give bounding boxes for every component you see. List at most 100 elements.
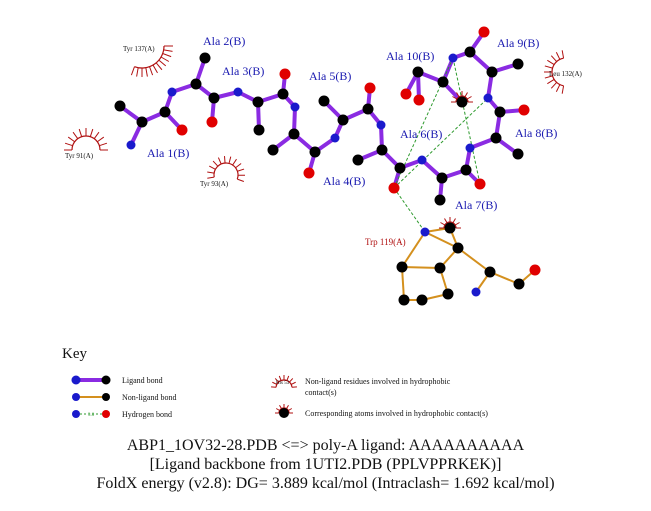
key-legend: Key Ligand bond Non-ligand bond 3.0 Hydr… <box>62 346 488 419</box>
hydrophobic-arc-tyr-91-spike-6 <box>89 128 94 137</box>
key-his-sample: His 53 <box>276 381 290 386</box>
atom-ca10 <box>437 76 449 88</box>
hydrophobic-arc-leu-132-curve <box>551 57 564 87</box>
hydrophobic-arc-tyr-137-spike-8 <box>145 67 148 77</box>
label-tyr-91: Tyr 91(A) <box>65 152 94 160</box>
atom-to1 <box>529 264 541 276</box>
label-trp-119: Trp 119(A) <box>365 237 406 247</box>
hydrophobic-arc-tyr-93-spike-0 <box>207 176 215 179</box>
hydrophobic-atom-spokes-ala-10 <box>451 91 473 103</box>
atom-c1 <box>159 106 171 118</box>
atom-layer <box>114 26 541 306</box>
hydrophobic-arc-tyr-137-spike-11 <box>130 66 135 76</box>
atom-ca3 <box>252 96 264 108</box>
atom-o1 <box>176 124 188 136</box>
label-leu-132: Leu 132(A) <box>549 70 583 78</box>
key-arc-sample-shape-spike-2 <box>274 378 279 383</box>
hydrophobic-atom-spokes-trp-spike-2 <box>444 218 448 224</box>
hydrophobic-arc-tyr-91 <box>64 128 108 151</box>
atom-o9 <box>478 26 490 38</box>
hydrophobic-atom-spokes-ala-10-spike-1 <box>452 96 458 100</box>
atom-cb8 <box>512 148 524 160</box>
atom-n1 <box>126 140 136 150</box>
hydrophobic-arc-tyr-91-spike-9 <box>99 142 108 147</box>
key-nonligand-bond-sample <box>72 393 110 401</box>
atom-ca4 <box>288 128 300 140</box>
hydrophobic-arc-leu-132-spike-4 <box>544 75 553 79</box>
hydrophobic-arc-leu-132 <box>544 50 565 94</box>
hydrophobic-arc-tyr-93-spike-8 <box>235 163 242 169</box>
hydrogen-bond-1 <box>393 97 489 189</box>
atom-o3 <box>279 68 291 80</box>
atom-o10 <box>400 88 412 100</box>
hydrophobic-arc-leu-132-spike-3 <box>547 78 555 85</box>
key-arc-sample-shape-spike-1 <box>272 381 278 385</box>
hydrophobic-arc-tyr-91-curve <box>71 135 101 151</box>
atom-o8 <box>518 104 530 116</box>
atom-cb1 <box>114 100 126 112</box>
hydrogen-bond-0 <box>393 187 426 233</box>
hydrophobic-arc-tyr-93-spike-9 <box>237 168 245 172</box>
footer-line-2: [Ligand backbone from 1UTI2.PDB (PPLVPPR… <box>149 456 502 473</box>
key-hbond-distance: 3.0 <box>88 413 95 418</box>
atom-o7 <box>474 178 486 190</box>
atom-cb9 <box>512 58 524 70</box>
nonligand-bond-6 <box>401 266 405 301</box>
atom-tc5 <box>396 261 408 273</box>
hydrophobic-arc-layer <box>64 45 565 229</box>
atom-tc3 <box>434 262 446 274</box>
atom-cb6 <box>352 154 364 166</box>
key-atom-spokes-spike-2 <box>279 404 282 409</box>
atom-c2 <box>208 92 220 104</box>
key-title: Key <box>62 346 87 362</box>
hydrophobic-arc-leu-132-spike-10 <box>561 50 565 59</box>
key-atom-spokes-spike-1 <box>275 408 280 411</box>
hydrophobic-arc-tyr-91-spike-1 <box>64 142 73 147</box>
atom-tcb <box>484 266 496 278</box>
atom-c4 <box>309 146 321 158</box>
label-ala-10: Ala 10(B) <box>386 49 434 63</box>
atom-tcc <box>513 278 525 290</box>
label-ala-4: Ala 4(B) <box>323 174 365 188</box>
hydrophobic-arc-tyr-93-spike-5 <box>223 156 226 164</box>
nonligand-bond-5 <box>401 231 426 268</box>
footer-line-1: ABP1_1OV32-28.PDB <=> poly-A ligand: AAA… <box>126 437 525 454</box>
hydrophobic-arc-leu-132-spike-1 <box>555 84 561 92</box>
hydrophobic-arc-tyr-91-spike-2 <box>67 136 75 143</box>
atom-n7 <box>417 155 427 165</box>
hydrophobic-arc-tyr-93-spike-3 <box>212 160 219 167</box>
key-hydrophobic-arc-sample <box>271 375 297 388</box>
atom-c10 <box>412 66 424 78</box>
hydrophobic-arc-tyr-137-spike-10 <box>136 67 139 77</box>
hydrophobic-arc-tyr-91-spike-7 <box>93 131 100 139</box>
hydrophobic-arc-leu-132-spike-8 <box>550 55 558 62</box>
key-arc-sample-shape <box>271 375 297 388</box>
hydrophobic-arc-tyr-137-curve <box>134 45 165 69</box>
hydrophobic-arc-tyr-137-spike-1 <box>163 49 173 52</box>
atom-tca <box>452 242 464 254</box>
hydrogen-bond-3 <box>393 57 454 189</box>
label-ala-7: Ala 7(B) <box>455 198 497 212</box>
atom-c8 <box>494 106 506 118</box>
atom-tc4 <box>416 294 428 306</box>
atom-tnm <box>471 287 481 297</box>
atom-ca6 <box>376 144 388 156</box>
label-ala-2: Ala 2(B) <box>203 34 245 48</box>
atom-c5 <box>362 103 374 115</box>
label-ala-9: Ala 9(B) <box>497 36 539 50</box>
atom-oxt <box>413 94 425 106</box>
label-tyr-137: Tyr 137(A) <box>123 45 155 53</box>
key-hydrogen-bond-sample: 3.0 <box>72 410 110 418</box>
atom-ca2 <box>190 78 202 90</box>
hydrophobic-arc-tyr-91-spike-3 <box>72 131 79 139</box>
key-hydrophobic-label-2: contact(s) <box>305 388 337 397</box>
atom-ca5 <box>337 114 349 126</box>
key-arc-sample-shape-spike-3 <box>278 375 282 381</box>
hydrogen-bond-2 <box>452 57 481 185</box>
hydrogen-bond-layer <box>393 57 489 233</box>
hydrophobic-atom-spokes-trp-spike-4 <box>452 218 456 224</box>
atom-c3 <box>277 88 289 100</box>
hydrophobic-arc-tyr-93 <box>207 156 246 182</box>
atom-cb7 <box>434 194 446 206</box>
key-ligand-bond-label: Ligand bond <box>122 376 163 385</box>
